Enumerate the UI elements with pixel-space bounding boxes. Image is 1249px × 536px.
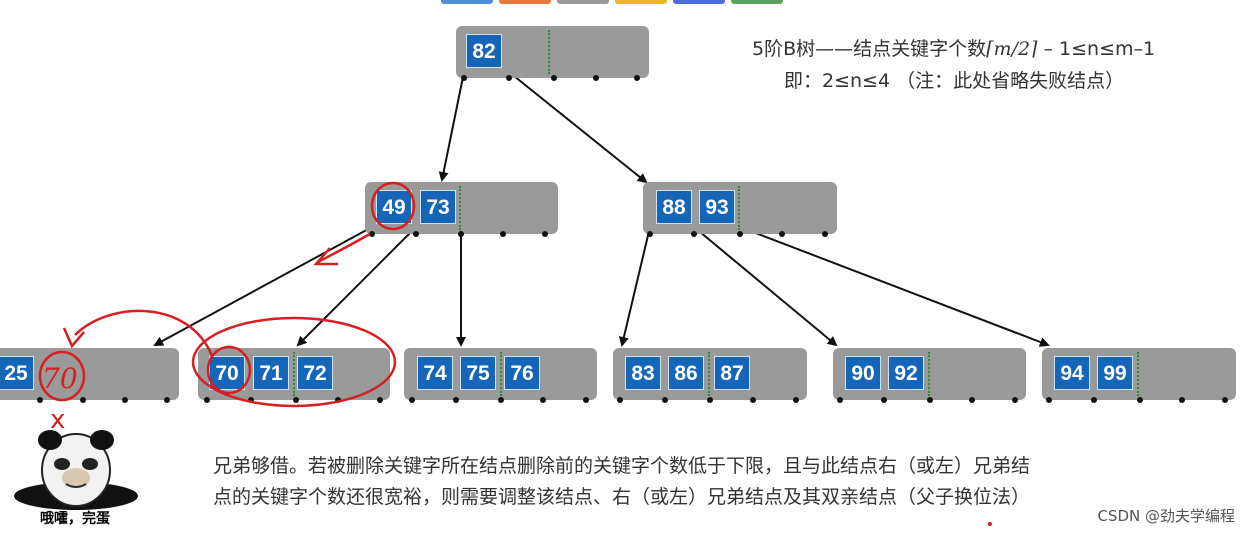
description-line-2: 点的关键字个数还很宽裕，则需要调整该结点、右（或左）兄弟结点及其双亲结点（父子换… (213, 482, 1030, 509)
title-line-2: 即：2≤n≤4 （注：此处省略失败结点） (784, 66, 1124, 93)
title-line-1-prefix: 5阶B树——结点关键字个数 (752, 38, 986, 60)
title-line-1-suffix: – 1≤n≤m–1 (1037, 38, 1155, 60)
arrow-49-to-left (318, 234, 370, 262)
panda-meme-image (10, 426, 145, 511)
title-line-1-formula: ⌈m/2⌉ (986, 38, 1037, 60)
description-line-1: 兄弟够借。若被删除关键字所在结点删除前的关键字个数低于下限，且与此结点右（或左）… (213, 451, 1030, 478)
red-dot-mark (988, 522, 992, 526)
circle-around-70 (208, 347, 250, 393)
circle-around-49 (372, 183, 414, 229)
title-line-1: 5阶B树——结点关键字个数⌈m/2⌉ – 1≤n≤m–1 (752, 34, 1155, 61)
handwritten-70: 70 (42, 362, 78, 395)
loop-arrow-70-to-leaf1 (75, 311, 212, 356)
watermark: CSDN @劲夫学编程 (1097, 505, 1235, 526)
meme-caption: 哦嚯，完蛋 (40, 508, 110, 528)
